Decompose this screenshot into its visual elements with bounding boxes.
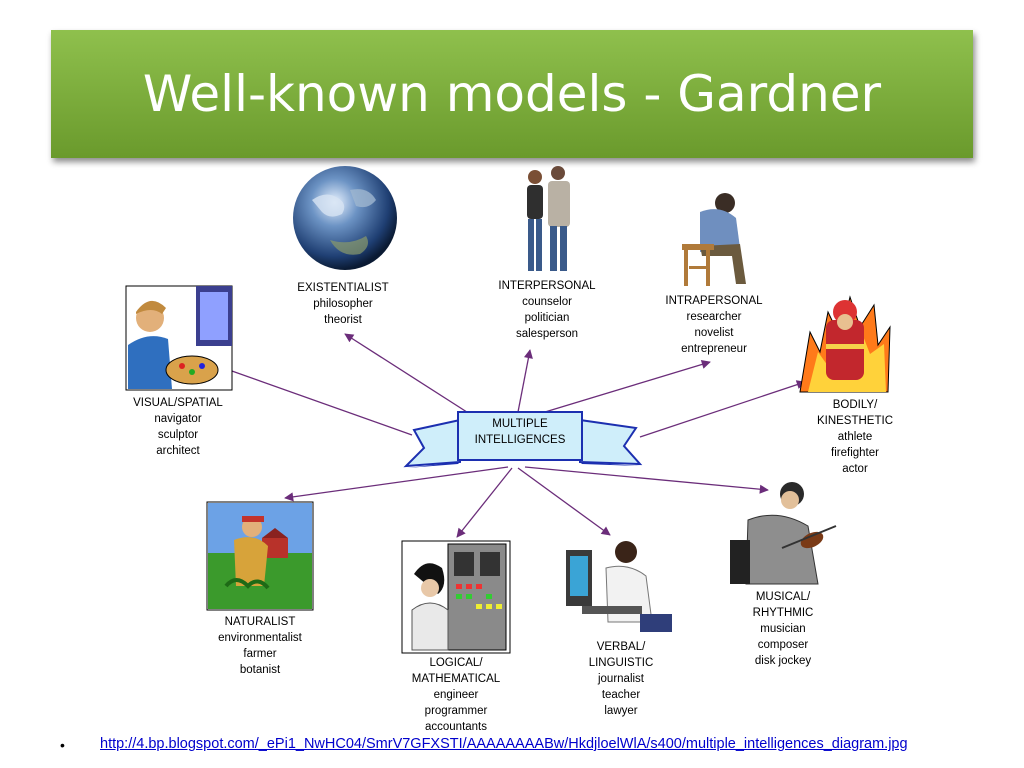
label-intrapersonal-item: entrepreneur	[681, 343, 747, 355]
arrow-interpersonal	[517, 349, 533, 413]
footer-bullet: •	[60, 737, 65, 753]
arrows	[214, 333, 806, 538]
label-visual-item: sculptor	[157, 429, 199, 441]
label-bodily-kinesthetic: BODILY/ KINESTHETIC athlete firefighter …	[800, 397, 910, 477]
arrow-visual	[214, 363, 413, 436]
label-visual-head: VISUAL/SPATIAL	[133, 397, 223, 409]
thinker-icon	[682, 193, 746, 286]
label-interpersonal-item: counselor	[522, 296, 572, 308]
label-naturalist-item: farmer	[243, 648, 277, 660]
slide-title: Well-known models - Gardner	[142, 65, 882, 123]
label-verbal-head: VERBAL/	[596, 641, 646, 653]
arrow-logical	[456, 467, 513, 538]
label-existentialist-head: EXISTENTIALIST	[297, 282, 389, 294]
title-bar: Well-known models - Gardner	[51, 30, 973, 158]
label-logical-head: LOGICAL/	[429, 657, 483, 669]
label-verbal-linguistic: VERBAL/ LINGUISTIC journalist teacher la…	[566, 639, 676, 719]
center-label-line1: MULTIPLE	[492, 418, 548, 430]
source-link[interactable]: http://4.bp.blogspot.com/_ePi1_NwHC04/Sm…	[100, 736, 908, 752]
label-musical-head2: RHYTHMIC	[752, 607, 814, 619]
label-visual-spatial: VISUAL/SPATIAL navigator sculptor archit…	[120, 395, 236, 459]
arrow-intrapersonal	[544, 360, 711, 413]
label-naturalist: NATURALIST environmentalist farmer botan…	[200, 614, 320, 678]
label-naturalist-item: environmentalist	[218, 632, 302, 644]
label-verbal-item: lawyer	[604, 705, 638, 717]
computer-operator-icon	[401, 540, 511, 654]
label-interpersonal-item: politician	[524, 312, 570, 324]
people-icon	[527, 166, 570, 271]
label-verbal-item: teacher	[601, 689, 641, 701]
label-bodily-head: BODILY/	[832, 399, 878, 411]
label-interpersonal-head: INTERPERSONAL	[498, 280, 596, 292]
label-musical-item: disk jockey	[754, 655, 812, 667]
center-label-line2: INTELLIGENCES	[475, 434, 566, 446]
label-existentialist-item: philosopher	[313, 298, 373, 310]
label-intrapersonal-item: novelist	[694, 327, 734, 339]
painter-icon	[125, 285, 233, 391]
arrow-existentialist	[344, 333, 471, 415]
label-logical-head2: MATHEMATICAL	[411, 673, 501, 685]
label-existentialist: EXISTENTIALIST philosopher theorist	[288, 280, 398, 328]
label-bodily-item: athlete	[837, 431, 873, 443]
label-naturalist-item: botanist	[239, 664, 281, 676]
arrow-musical	[524, 466, 769, 494]
label-musical-rhythmic: MUSICAL/ RHYTHMIC musician composer disk…	[728, 589, 838, 669]
label-logical-item: programmer	[424, 705, 488, 717]
label-visual-item: navigator	[154, 413, 202, 425]
label-interpersonal-item: salesperson	[515, 328, 578, 340]
label-logical-mathematical: LOGICAL/ MATHEMATICAL engineer programme…	[395, 655, 517, 735]
label-logical-item: accountants	[424, 721, 487, 733]
label-logical-item: engineer	[433, 689, 479, 701]
label-bodily-item: firefighter	[831, 447, 879, 459]
firefighter-icon	[799, 295, 891, 393]
label-intrapersonal-head: INTRAPERSONAL	[665, 295, 763, 307]
globe-icon	[293, 166, 397, 270]
arrow-naturalist	[284, 466, 509, 502]
typist-icon	[566, 541, 672, 632]
label-existentialist-item: theorist	[324, 314, 362, 326]
arrow-verbal	[517, 467, 611, 536]
label-verbal-item: journalist	[597, 673, 645, 685]
label-bodily-head2: KINESTHETIC	[816, 415, 894, 427]
arrow-bodily	[639, 380, 806, 438]
label-visual-item: architect	[156, 445, 200, 457]
label-musical-item: musician	[760, 623, 806, 635]
label-interpersonal: INTERPERSONAL counselor politician sales…	[487, 278, 607, 342]
label-musical-head: MUSICAL/	[755, 591, 811, 603]
label-bodily-item: actor	[842, 463, 868, 475]
label-verbal-head2: LINGUISTIC	[588, 657, 654, 669]
label-intrapersonal-item: researcher	[686, 311, 742, 323]
violinist-icon	[730, 482, 837, 585]
label-naturalist-head: NATURALIST	[224, 616, 296, 628]
center-ribbon: MULTIPLE INTELLIGENCES	[403, 411, 643, 468]
farmer-icon	[206, 501, 314, 611]
label-musical-item: composer	[757, 639, 809, 651]
label-intrapersonal: INTRAPERSONAL researcher novelist entrep…	[652, 293, 776, 357]
